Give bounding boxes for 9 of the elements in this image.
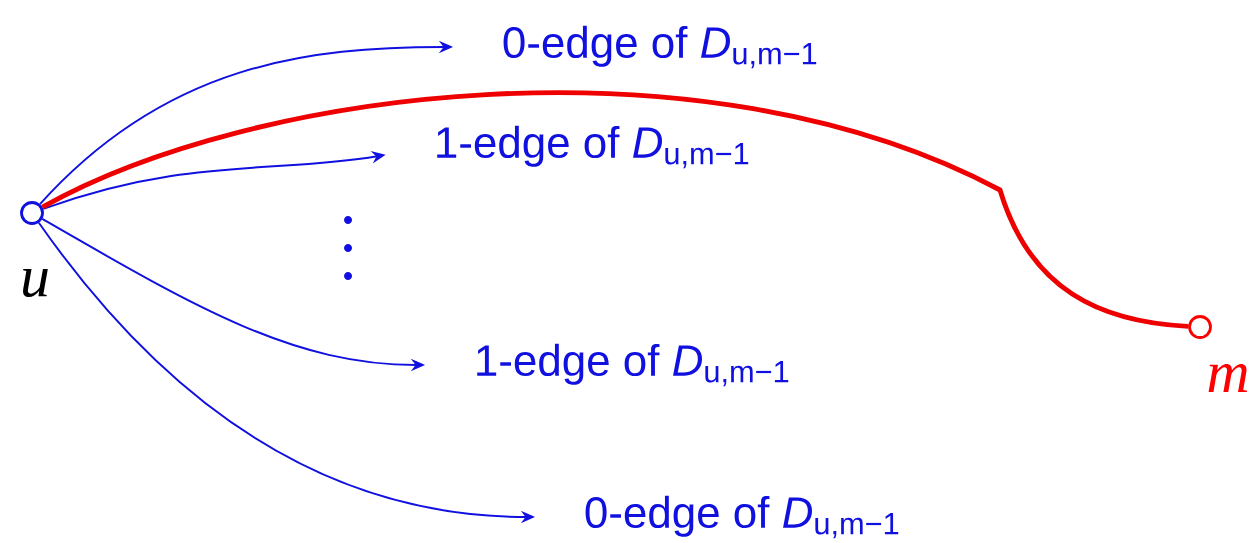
edge-label: 1-edge of D$_{u,m−1}$ xyxy=(477,343,789,387)
curve xyxy=(41,90,1189,329)
vertex-circle xyxy=(1188,315,1212,339)
edge-label: 0-edge of D$_{u,m−1}$ xyxy=(585,495,899,539)
vertex-circle xyxy=(20,201,44,225)
edge-label: 0-edge of D$_{u,m−1}$ xyxy=(503,25,817,69)
vertex-label: m xyxy=(1208,363,1248,393)
vertex-label: u xyxy=(23,268,48,298)
edge-label: 1-edge of D$_{u,m−1}$ xyxy=(437,125,749,169)
